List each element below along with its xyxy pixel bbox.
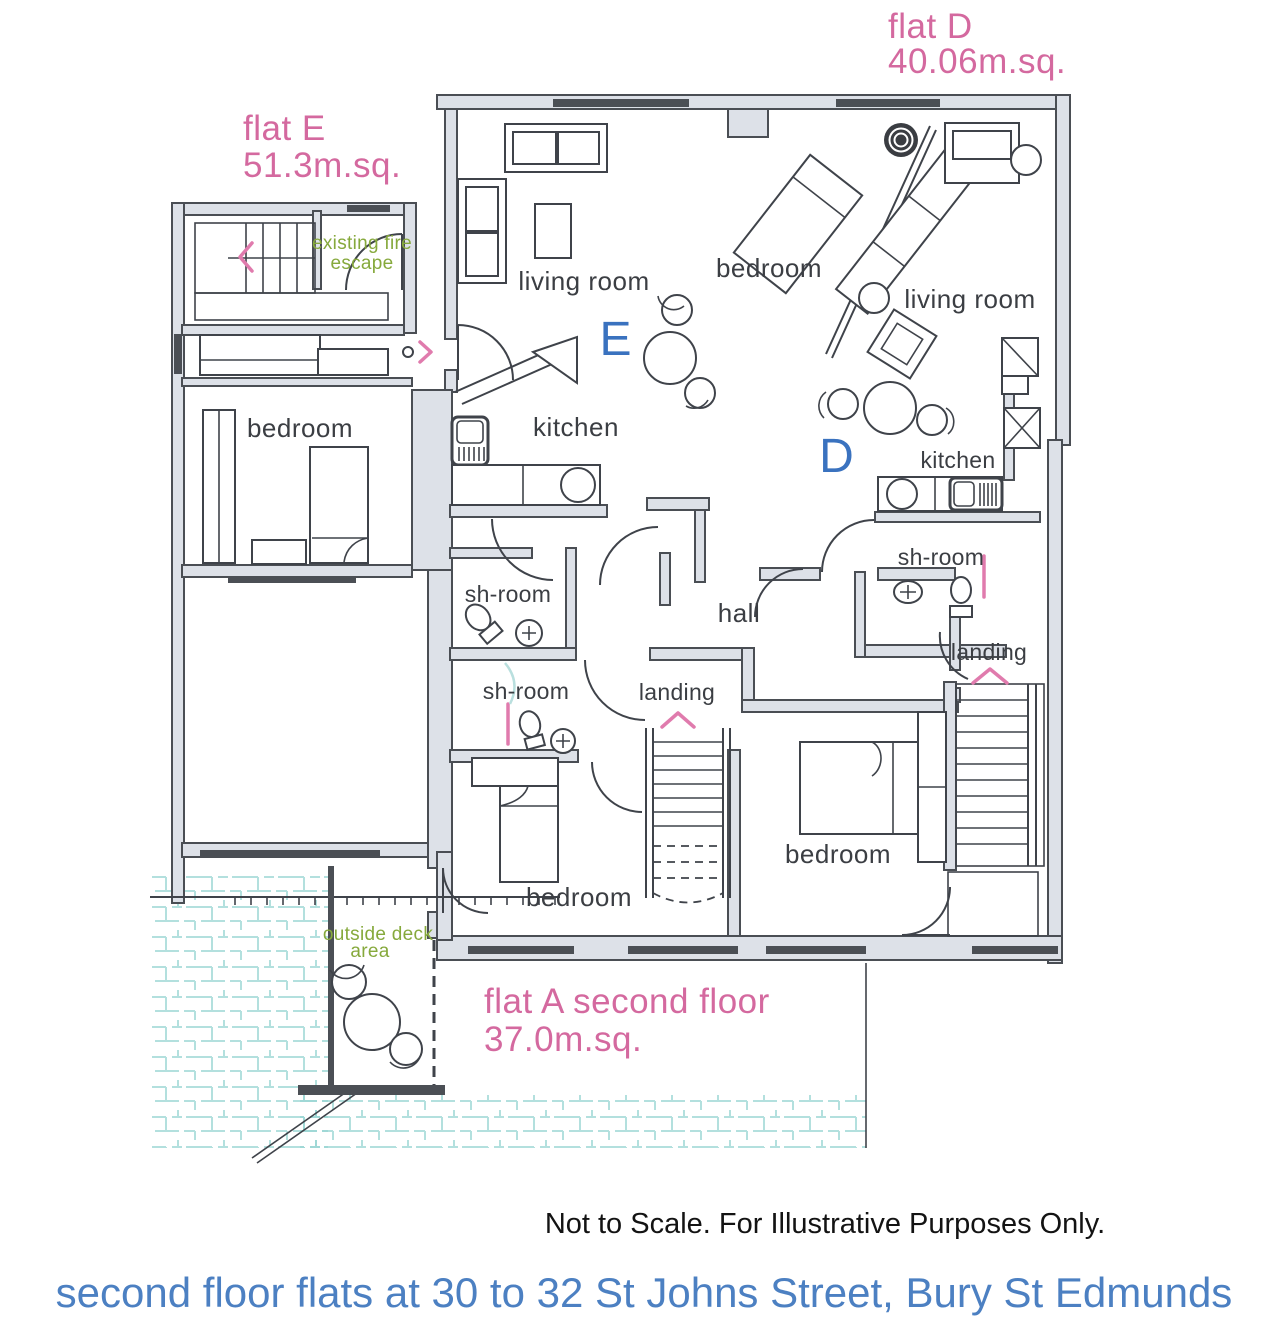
windows <box>174 99 1058 954</box>
door-deck <box>442 867 489 914</box>
room-bedroom-e: bedroom <box>247 413 353 443</box>
door-shroom-e <box>491 518 554 581</box>
room-bedroom-d: bedroom <box>716 253 822 283</box>
door-kitchen-e <box>599 526 659 586</box>
flat-e-furniture <box>199 123 716 647</box>
room-landing-a: landing <box>639 679 715 705</box>
flat-d-furniture <box>732 122 1042 863</box>
central-staircase <box>645 711 731 904</box>
room-hall: hall <box>718 598 760 628</box>
door-hall-d <box>754 568 804 618</box>
fire-escape-label-1: existing fire <box>312 233 412 254</box>
flat-e-area: 51.3m.sq. <box>243 146 401 185</box>
door-hinge-dot <box>402 346 414 358</box>
stairs-up-arrow-a <box>660 711 696 729</box>
roof-ridge-line <box>251 1087 358 1164</box>
flat-a-area: 37.0m.sq. <box>484 1020 642 1059</box>
flat-a-name: flat A second floor <box>484 982 770 1021</box>
roof-hatch <box>152 876 867 1164</box>
flat-d-area: 40.06m.sq. <box>888 42 1066 81</box>
disclaimer: Not to Scale. For Illustrative Purposes … <box>545 1208 1105 1240</box>
door-arcs <box>402 324 969 936</box>
deck-structure <box>150 866 560 1095</box>
door-shroom-d <box>821 519 875 573</box>
room-shroom-e: sh-room <box>465 581 551 607</box>
page-title: second floor flats at 30 to 32 St Johns … <box>56 1269 1233 1316</box>
room-bedroom-d2: bedroom <box>785 839 891 869</box>
room-kitchen-d: kitchen <box>921 447 996 473</box>
labels: flat E 51.3m.sq. flat D 40.06m.sq. flat … <box>56 7 1233 1316</box>
flat-e-name: flat E <box>243 109 326 148</box>
flat-a-furniture <box>471 662 576 883</box>
door-bedroom-a <box>591 761 643 813</box>
flat-letter-d: D <box>819 430 855 483</box>
flat-d-name: flat D <box>888 7 973 46</box>
flat-letter-e: E <box>599 313 632 366</box>
room-living-d: living room <box>904 284 1035 314</box>
room-shroom-d: sh-room <box>898 544 984 570</box>
door-bedroom-d <box>938 631 969 680</box>
fire-escape-arrow <box>238 241 254 273</box>
room-landing-d: landing <box>951 639 1027 665</box>
fire-escape-door-arc <box>345 233 403 291</box>
right-staircase <box>947 667 1045 937</box>
door-alcove <box>901 886 951 936</box>
room-kitchen-e: kitchen <box>533 412 619 442</box>
stairs-up-arrow-d <box>971 667 1009 685</box>
room-living-e: living room <box>518 266 649 296</box>
deck-furniture <box>329 964 423 1069</box>
door-landing-a <box>584 659 646 721</box>
room-shroom-a: sh-room <box>483 678 569 704</box>
fire-escape-label-2: escape <box>330 253 393 274</box>
deck-label-2: area <box>350 941 389 962</box>
door-living-e <box>457 324 514 381</box>
fire-escape-stairs <box>194 222 403 321</box>
deck-label-1: outside deck <box>323 924 433 945</box>
entry-arrow-e <box>418 340 433 364</box>
room-bedroom-a: bedroom <box>526 882 632 912</box>
